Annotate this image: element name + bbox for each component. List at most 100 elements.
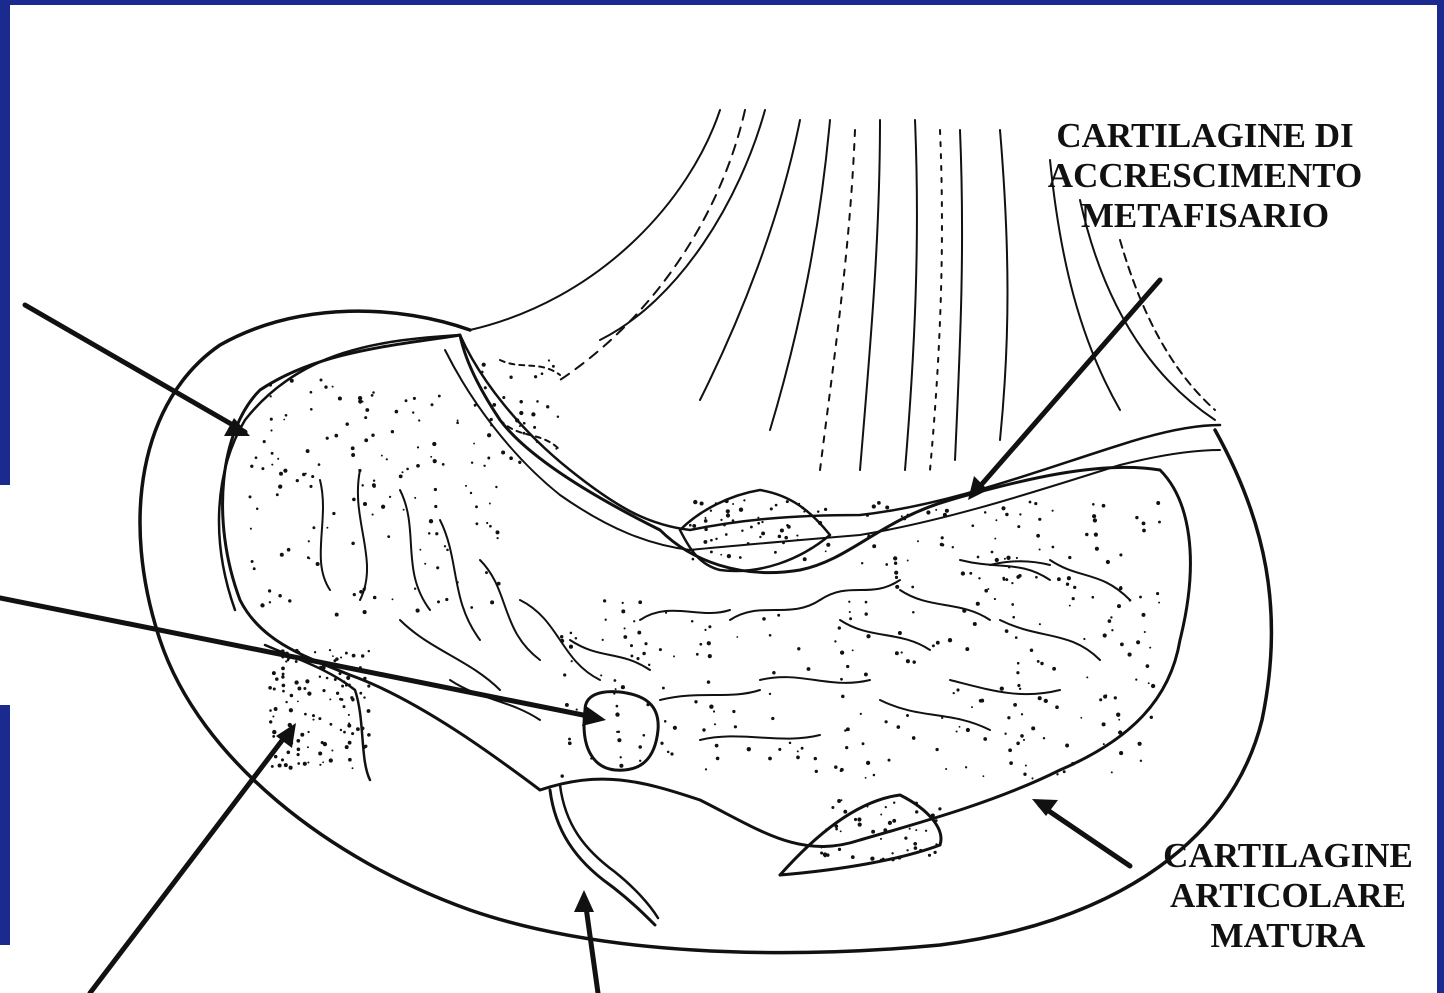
stipple-dot: [616, 705, 619, 708]
stipple-dot: [319, 764, 321, 766]
stipple-dot: [747, 747, 751, 751]
stipple-dot: [870, 856, 874, 860]
stipple-dot: [1092, 514, 1096, 518]
stipple-dot: [322, 689, 325, 692]
stipple-dot: [665, 612, 667, 614]
stipple-dot: [332, 512, 335, 515]
stipple-dot: [363, 610, 367, 614]
stipple-dot: [428, 532, 431, 535]
stipple-dot: [335, 613, 339, 617]
stipple-dot: [319, 675, 321, 677]
stipple-dot: [883, 828, 887, 832]
stipple-dot: [282, 673, 285, 676]
stipple-dot: [673, 655, 675, 657]
stipple-dot: [702, 728, 705, 731]
stipple-dot: [405, 399, 408, 402]
stipple-dot: [436, 566, 439, 569]
growth-cartilage-label: CARTILAGINE DI ACCRESCIMENTO METAFISARIO: [1000, 116, 1410, 236]
arrowhead-nodule: [582, 706, 606, 726]
stipple-dot: [502, 396, 505, 399]
stipple-dot: [865, 601, 868, 604]
stipple-dot: [956, 688, 959, 691]
stipple-dot: [803, 557, 807, 561]
stipple-dot: [1158, 521, 1161, 524]
stipple-dot: [759, 536, 761, 538]
stipple-dot: [841, 799, 843, 801]
stipple-dot: [314, 651, 316, 653]
stipple-dot: [894, 562, 897, 565]
stipple-dot: [1023, 739, 1025, 741]
stipple-dot: [623, 635, 627, 639]
stipple-dot: [797, 539, 799, 541]
stipple-dot: [1034, 502, 1037, 505]
stipple-dot: [1019, 513, 1021, 515]
stipple-dot: [801, 747, 804, 750]
stipple-dot: [707, 641, 711, 645]
stipple-dot: [817, 510, 820, 513]
stipple-dot: [296, 479, 299, 482]
stipple-dot: [898, 631, 902, 635]
stipple-dot: [1008, 748, 1012, 752]
stipple-dot: [314, 660, 316, 662]
growth-cartilage-line-1: CARTILAGINE DI: [1000, 116, 1410, 156]
stipple-dot: [1008, 566, 1010, 568]
stipple-dot: [704, 629, 706, 631]
stipple-dot: [895, 651, 899, 655]
stipple-dot: [662, 687, 665, 690]
stipple-dot: [725, 499, 729, 503]
stipple-dot: [401, 471, 403, 473]
stipple-dot: [824, 508, 827, 511]
stipple-dot: [312, 719, 314, 721]
stipple-dot: [1000, 686, 1004, 690]
stipple-dot: [872, 504, 876, 508]
stipple-dot: [991, 551, 994, 554]
stipple-dot: [1072, 597, 1075, 600]
stipple-dot: [492, 403, 496, 407]
stipple-dot: [618, 730, 621, 733]
stipple-dot: [770, 507, 773, 510]
stipple-dot: [418, 419, 420, 421]
stipple-dot: [332, 386, 334, 388]
stipple-dot: [281, 656, 284, 659]
stipple-dot: [1103, 743, 1105, 745]
stipple-dot: [891, 852, 893, 854]
stipple-dot: [814, 757, 817, 760]
stipple-dot: [648, 664, 650, 666]
stipple-dot: [456, 421, 459, 424]
stipple-dot: [587, 719, 589, 721]
stipple-dot: [519, 425, 521, 427]
stipple-dot: [709, 705, 713, 709]
arrow-to-perichondrium: [25, 305, 245, 432]
stipple-dot: [710, 510, 712, 512]
stipple-dot: [895, 585, 899, 589]
stipple-dot: [286, 750, 290, 754]
stipple-dot: [693, 500, 697, 504]
articular-cartilage-line-1: CARTILAGINE: [1128, 836, 1444, 876]
stipple-dot: [1017, 525, 1020, 528]
stipple-dot: [284, 763, 288, 767]
stipple-dot: [1013, 703, 1017, 707]
stipple-dot: [434, 488, 437, 491]
stipple-dot: [335, 657, 339, 661]
stipple-dot: [413, 397, 416, 400]
stipple-dot: [470, 492, 472, 494]
stipple-dot: [797, 750, 799, 752]
stipple-dot: [692, 558, 695, 561]
stipple-dot: [515, 418, 519, 422]
stipple-dot: [834, 640, 836, 642]
stipple-dot: [1066, 583, 1069, 586]
stipple-dot: [287, 656, 290, 659]
stipple-dot: [249, 495, 252, 498]
articular-cartilage-outline: [140, 311, 1271, 952]
stipple-dot: [590, 758, 592, 760]
stipple-dot: [486, 522, 488, 524]
stipple-dot: [303, 762, 307, 766]
stipple-dot: [495, 486, 497, 488]
stipple-dot: [490, 600, 494, 604]
arrow-to-articular-cartilage: [1040, 805, 1130, 866]
stipple-dot: [906, 659, 910, 663]
stipple-dot: [1016, 575, 1020, 579]
stipple-dot: [1038, 696, 1042, 700]
stipple-dot: [893, 802, 895, 804]
stipple-dot: [489, 525, 492, 528]
